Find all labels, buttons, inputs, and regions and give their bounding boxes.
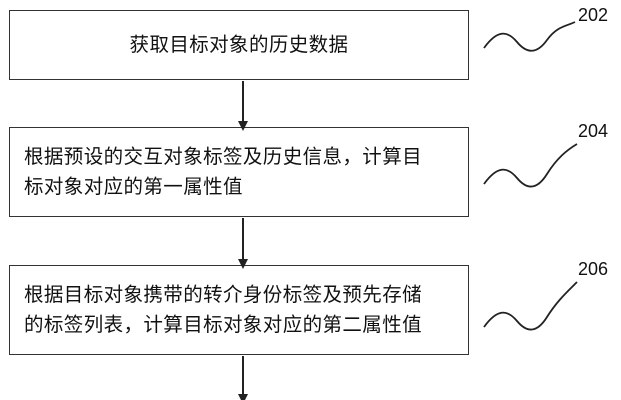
step-text-202: 获取目标对象的历史数据 [129, 33, 349, 56]
ref-label-202: 202 [578, 5, 609, 25]
step-box-202: 获取目标对象的历史数据 [9, 10, 469, 80]
step-text-204: 根据预设的交互对象标签及历史信息，计算目 标对象对应的第一属性值 [24, 145, 423, 198]
leader-line-204 [483, 143, 578, 188]
step-box-206: 根据目标对象携带的转介身份标签及预先存储 的标签列表，计算目标对象对应的第二属性… [9, 265, 469, 355]
leader-line-202 [483, 21, 576, 52]
step-text-206: 根据目标对象携带的转介身份标签及预先存储 的标签列表，计算目标对象对应的第二属性… [24, 283, 423, 336]
ref-label-206: 206 [578, 259, 609, 279]
ref-label-204: 204 [578, 121, 609, 141]
step-box-204: 根据预设的交互对象标签及历史信息，计算目 标对象对应的第一属性值 [9, 127, 469, 217]
leader-line-206 [483, 281, 578, 331]
